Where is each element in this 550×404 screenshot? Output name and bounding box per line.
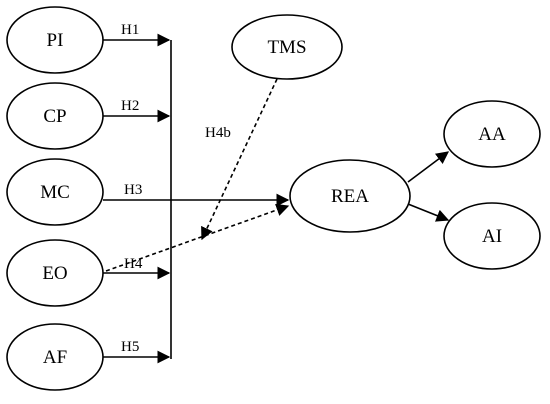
label-h4b: H4b [205, 125, 231, 141]
node-mc-label: MC [40, 182, 70, 203]
label-h1: H1 [121, 22, 139, 38]
node-af: AF [6, 323, 104, 391]
edge-h4b-dashed [201, 78, 278, 241]
node-rea: REA [289, 159, 411, 233]
node-tms: TMS [231, 14, 343, 80]
node-pi: PI [6, 6, 104, 74]
node-eo-label: EO [42, 263, 67, 284]
node-ai: AI [443, 202, 541, 270]
node-aa-label: AA [478, 124, 506, 145]
edge-rea-to-ai [407, 203, 450, 222]
node-aa: AA [443, 100, 541, 168]
label-h2: H2 [121, 98, 139, 114]
node-af-label: AF [43, 347, 67, 368]
node-mc: MC [6, 158, 104, 226]
label-h3: H3 [124, 182, 142, 198]
node-cp: CP [6, 82, 104, 150]
edge-eo-to-rea-dashed [105, 203, 290, 272]
node-eo: EO [6, 239, 104, 307]
label-h4: H4 [124, 256, 143, 272]
node-rea-label: REA [331, 186, 369, 207]
node-ai-label: AI [482, 226, 502, 247]
node-pi-label: PI [47, 30, 64, 51]
node-tms-label: TMS [267, 37, 306, 58]
label-h5: H5 [121, 339, 139, 355]
node-cp-label: CP [43, 106, 66, 127]
edge-rea-to-aa [407, 151, 450, 183]
